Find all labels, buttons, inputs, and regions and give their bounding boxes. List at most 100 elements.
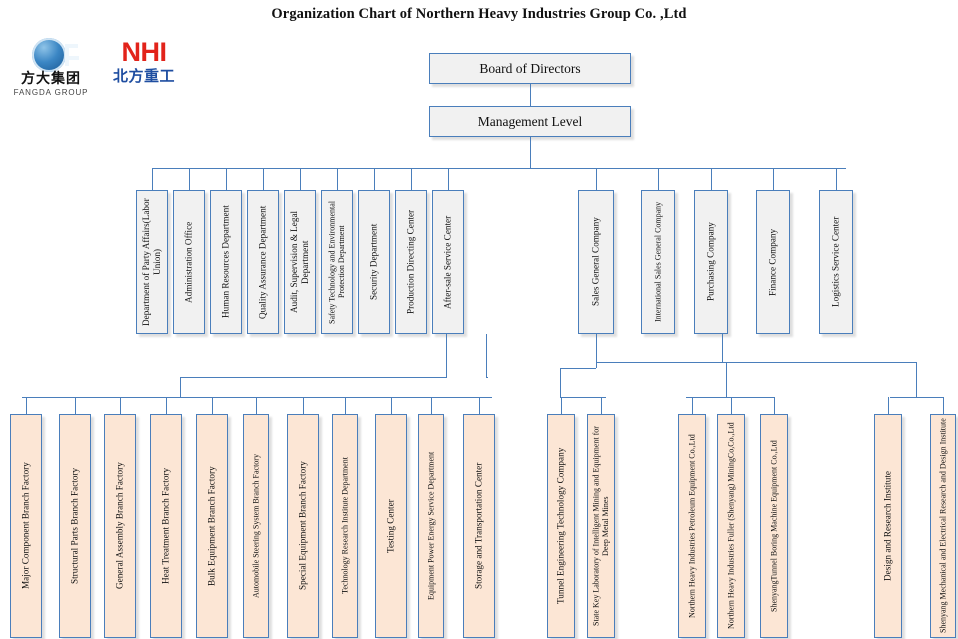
node-equipment-power-energy-service-department[interactable]: Equipment Power Energy Service Departmen… (418, 414, 444, 638)
node-label: Safety Technology and Environmental Prot… (327, 200, 347, 324)
connector-subsidiary-drop (726, 362, 727, 397)
connector-aftersale-elbow (486, 377, 488, 378)
node-design-and-research-institute[interactable]: Design and Research Institute (874, 414, 902, 638)
node-label: Storage and Transportation Center (473, 462, 484, 590)
connector-stem (711, 168, 712, 190)
connector-stem (256, 397, 257, 414)
node-label: Tunnel Engineering Technology Company (555, 447, 566, 605)
connector-production-down (446, 334, 447, 377)
node-administration-office[interactable]: Administration Office (173, 190, 205, 334)
node-tunnel-engineering-technology-company[interactable]: Tunnel Engineering Technology Company (547, 414, 575, 638)
node-audit-supervision-legal-department[interactable]: Audit, Supervision & Legal Department (284, 190, 316, 334)
node-sales-general-company[interactable]: Sales General Company (578, 190, 614, 334)
connector-stem (26, 397, 27, 414)
node-management-level[interactable]: Management Level (429, 106, 631, 137)
connector-stem (943, 397, 944, 414)
connector-stem (374, 168, 375, 190)
node-label: Production Directing Center (405, 209, 416, 315)
node-label: Testing Center (385, 499, 396, 553)
node-board-of-directors[interactable]: Board of Directors (429, 53, 631, 84)
node-security-department[interactable]: Security Department (358, 190, 390, 334)
node-bulk-equipment-branch-factory[interactable]: Bulk Equipment Branch Factory (196, 414, 228, 638)
node-label: Automobile Steering System Branch Factor… (251, 454, 261, 598)
node-label: Northern Heavy Industries Fuller (Shenya… (726, 422, 736, 630)
fangda-group-logo: 方大集团 FANGDA GROUP (12, 38, 90, 100)
fangda-logo-en: FANGDA GROUP (13, 88, 89, 97)
connector-sales-down (596, 334, 597, 368)
node-special-equipment-branch-factory[interactable]: Special Equipment Branch Factory (287, 414, 319, 638)
connector-stem (120, 397, 121, 414)
node-label: Logistics Service Center (830, 216, 841, 308)
connector-stem (431, 397, 432, 414)
node-northern-heavy-industries-fuller-shenyang-miningco-co-ltd[interactable]: Northern Heavy Industries Fuller (Shenya… (717, 414, 745, 638)
node-label: Special Equipment Branch Factory (297, 461, 308, 591)
node-automobile-steering-system-branch-factory[interactable]: Automobile Steering System Branch Factor… (243, 414, 269, 638)
connector-sales-drop (560, 368, 561, 397)
connector-production-drop (180, 377, 181, 397)
connector-stem (166, 397, 167, 414)
node-quality-assurance-department[interactable]: Quality Assurance Department (247, 190, 279, 334)
node-general-assembly-branch-factory[interactable]: General Assembly Branch Factory (104, 414, 136, 638)
connector-stem (596, 168, 597, 190)
node-label: Security Department (368, 223, 379, 301)
fangda-logo-cn: 方大集团 (21, 71, 81, 87)
node-heat-treatment-branch-factory[interactable]: Heat Treatment Branch Factory (150, 414, 182, 638)
node-label: Structural Parts Branch Factory (69, 467, 80, 585)
connector-sales-elbow (560, 368, 596, 369)
connector-stem (658, 168, 659, 190)
node-human-resources-department[interactable]: Human Resources Department (210, 190, 242, 334)
node-label: Department of Party Affairs(Labor Union) (141, 198, 162, 326)
node-storage-and-transportation-center[interactable]: Storage and Transportation Center (463, 414, 495, 638)
connector-right-bus (596, 362, 916, 363)
connector-subsidiary-bus (686, 397, 774, 398)
connector-stem (75, 397, 76, 414)
node-northern-heavy-industries-petroleum-equipment-co-ltd[interactable]: Northern Heavy Industries Petroleum Equi… (678, 414, 706, 638)
connector-level3-production-bus (22, 397, 492, 398)
node-after-sale-service-center[interactable]: After-sale Service Center (432, 190, 464, 334)
connector-stem (212, 397, 213, 414)
node-label: International Sales General Company (653, 201, 663, 323)
node-label: Human Resources Department (220, 205, 231, 319)
node-label: Sales General Company (590, 217, 601, 307)
connector-stem (448, 168, 449, 190)
node-testing-center[interactable]: Testing Center (375, 414, 407, 638)
node-safety-technology-and-environmental-protection-department[interactable]: Safety Technology and Environmental Prot… (321, 190, 353, 334)
node-finance-company[interactable]: Finance Company (756, 190, 790, 334)
node-major-component-branch-factory[interactable]: Major Component Branch Factory (10, 414, 42, 638)
node-label: Quality Assurance Department (257, 205, 268, 319)
connector-research-drop (916, 362, 917, 397)
node-international-sales-general-company[interactable]: International Sales General Company (641, 190, 675, 334)
node-label: Board of Directors (479, 60, 581, 76)
node-shenyangtunnel-boring-machine-equipment-co-ltd[interactable]: ShenyangTunnel Boring Machine Equipment … (760, 414, 788, 638)
node-label: Major Component Branch Factory (20, 462, 31, 590)
connector-board-management (530, 84, 531, 106)
connector-level2-bus (152, 168, 846, 169)
node-label: General Assembly Branch Factory (114, 462, 125, 590)
node-label: Design and Research Institute (882, 471, 893, 581)
connector-stem (601, 397, 602, 414)
connector-stem (888, 397, 889, 414)
node-label: Finance Company (767, 228, 778, 296)
connector-stem (773, 168, 774, 190)
connector-stem (391, 397, 392, 414)
node-shenyang-mechanical-and-electrical-research-and-design-institute[interactable]: Shenyang Mechanical and Electrical Resea… (930, 414, 956, 638)
node-state-key-laboratory-of-intelligent-mining-and-equipment-for-deep-metal-mines[interactable]: State Key Laboratory of Intelligent Mini… (587, 414, 615, 638)
node-label: Management Level (477, 113, 583, 129)
node-label: Northern Heavy Industries Petroleum Equi… (687, 434, 697, 618)
node-technology-research-institute-department[interactable]: Technology Research Institute Department (332, 414, 358, 638)
connector-stem (692, 397, 693, 414)
node-logistics-service-center[interactable]: Logistics Service Center (819, 190, 853, 334)
node-department-of-party-affairs-labor-union[interactable]: Department of Party Affairs(Labor Union) (136, 190, 168, 334)
node-label: After-sale Service Center (442, 215, 453, 309)
node-label: Bulk Equipment Branch Factory (206, 466, 217, 586)
connector-stem (345, 397, 346, 414)
node-label: Shenyang Mechanical and Electrical Resea… (938, 418, 948, 634)
node-label: Technology Research Institute Department (340, 457, 350, 595)
nhi-logo: NHI 北方重工 (98, 38, 190, 100)
node-purchasing-company[interactable]: Purchasing Company (694, 190, 728, 334)
node-production-directing-center[interactable]: Production Directing Center (395, 190, 427, 334)
page-title: Organization Chart of Northern Heavy Ind… (271, 6, 687, 22)
connector-stem (303, 397, 304, 414)
node-structural-parts-branch-factory[interactable]: Structural Parts Branch Factory (59, 414, 91, 638)
